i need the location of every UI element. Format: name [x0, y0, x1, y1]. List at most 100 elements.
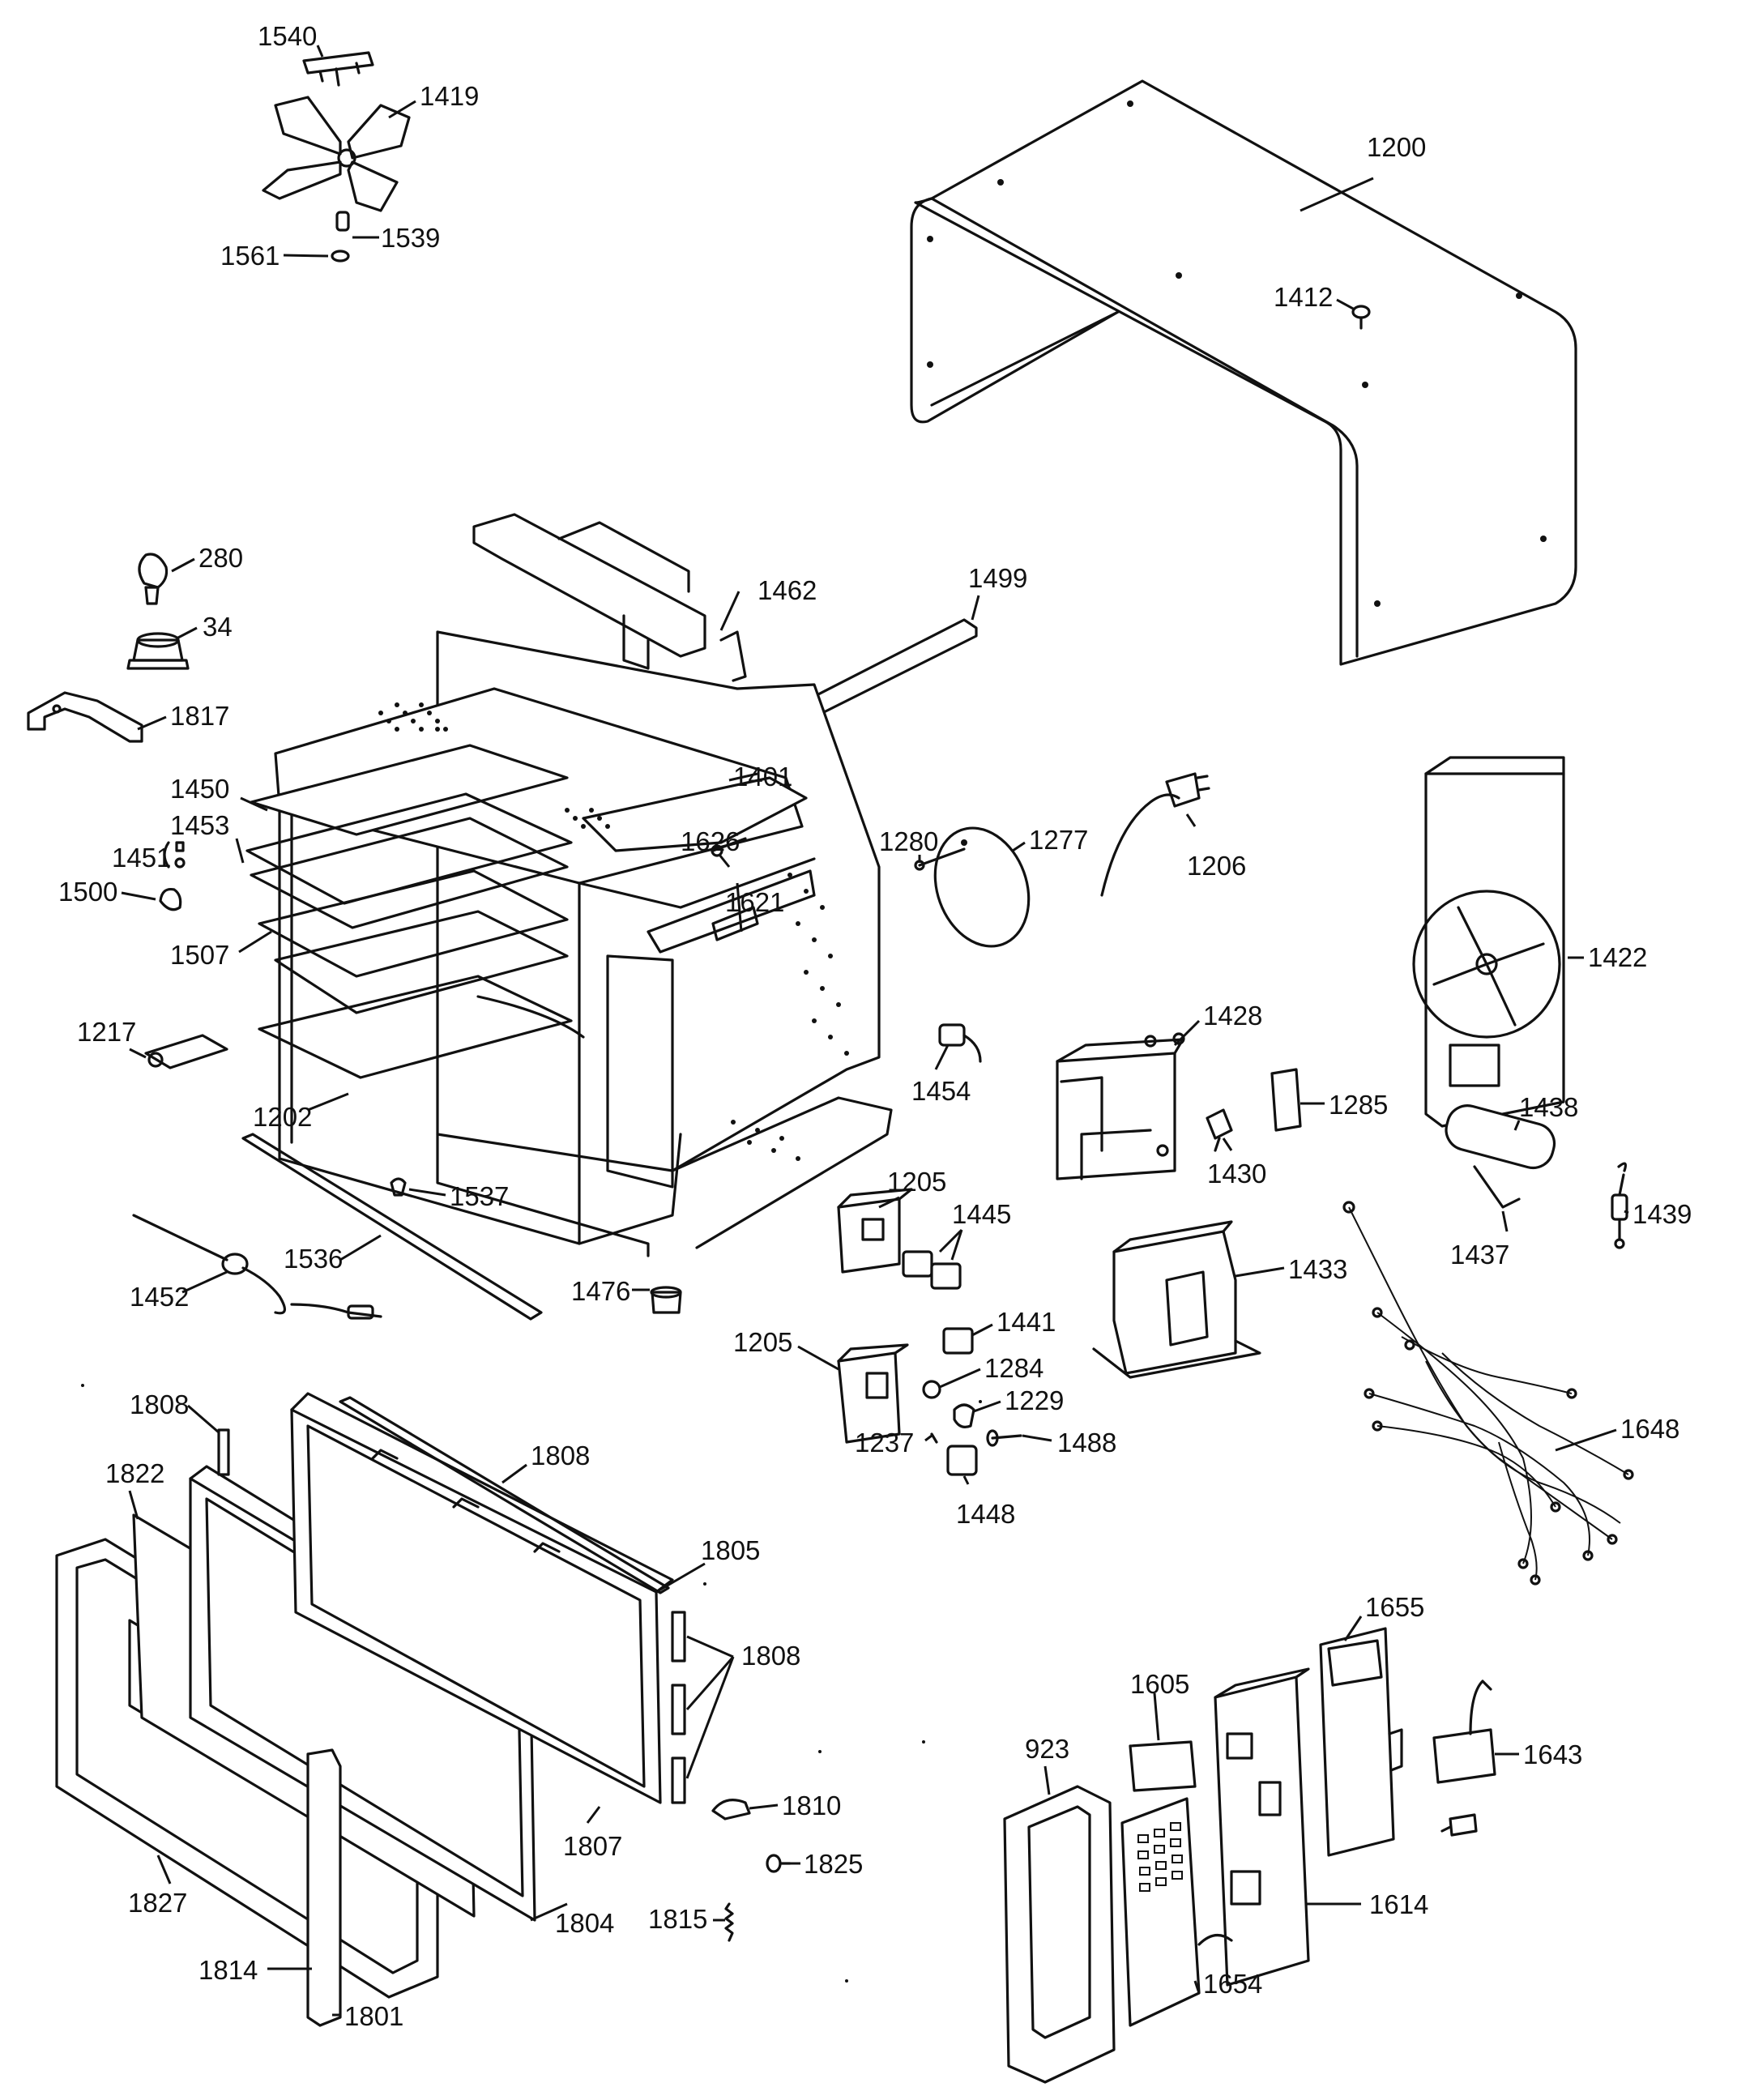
label-1614: 1614 [1369, 1889, 1428, 1919]
label-1655: 1655 [1365, 1592, 1424, 1622]
part-1200-outer-case [910, 79, 1577, 666]
part-34-lamp-socket [126, 632, 190, 670]
label-1507: 1507 [170, 940, 229, 970]
label-1808-left: 1808 [130, 1389, 189, 1419]
label-1822: 1822 [105, 1458, 164, 1488]
part-1605-label [1129, 1740, 1197, 1792]
part-1205-interlock-upper [837, 1188, 913, 1274]
part-1500-cap [159, 887, 182, 911]
part-1412-screw [1351, 305, 1371, 330]
label-1401: 1401 [733, 762, 792, 792]
label-1412: 1412 [1274, 282, 1333, 312]
part-1815-spring [724, 1902, 734, 1942]
part-1814-door-handle [306, 1748, 342, 2027]
label-1801: 1801 [344, 2001, 403, 2031]
part-1807-choke-frame [290, 1392, 674, 1804]
leader-lines [121, 45, 1629, 2017]
label-1643: 1643 [1523, 1739, 1582, 1769]
part-1540-bracket [302, 51, 374, 87]
part-1422-fan-assembly [1412, 756, 1565, 1128]
part-1561-washer [331, 250, 350, 262]
label-1441: 1441 [997, 1307, 1056, 1337]
part-1430-thermal-cutout [1206, 1108, 1233, 1152]
label-1805: 1805 [701, 1535, 760, 1565]
part-1476-foot [650, 1286, 682, 1314]
label-1817: 1817 [170, 701, 229, 731]
part-1401-oven-cavity [245, 630, 893, 1257]
label-1808-right: 1808 [741, 1641, 800, 1671]
part-1285-bracket [1270, 1068, 1302, 1132]
label-1808-top: 1808 [531, 1441, 590, 1470]
part-1825-screw [766, 1854, 792, 1873]
label-1428: 1428 [1203, 1001, 1262, 1031]
label-34: 34 [203, 612, 233, 642]
label-1438: 1438 [1519, 1092, 1578, 1122]
label-1654: 1654 [1203, 1969, 1262, 1999]
label-1476: 1476 [571, 1276, 630, 1306]
part-1539-shaft [335, 211, 350, 232]
part-1439-diode [1611, 1162, 1628, 1249]
part-1438-capacitor [1445, 1104, 1556, 1209]
label-1439: 1439 [1632, 1199, 1692, 1229]
label-1453: 1453 [170, 810, 229, 840]
part-1648-wire-harness [1342, 1201, 1634, 1586]
label-1237: 1237 [855, 1428, 914, 1458]
part-1229-lever [953, 1403, 975, 1428]
label-1807: 1807 [563, 1831, 622, 1861]
part-1217-bracket [144, 1034, 228, 1069]
part-1643-relay [1432, 1680, 1496, 1837]
label-1804: 1804 [555, 1908, 614, 1938]
label-1621: 1621 [725, 887, 784, 917]
label-1452: 1452 [130, 1282, 189, 1312]
part-1441-switch [942, 1327, 974, 1355]
part-1433-transformer [1092, 1220, 1261, 1379]
label-1561: 1561 [220, 241, 280, 271]
label-1536: 1536 [284, 1244, 343, 1274]
label-1217: 1217 [77, 1017, 136, 1047]
part-1810-latch [711, 1799, 751, 1820]
part-1445-switch [902, 1250, 962, 1290]
part-1206-power-cord [1100, 772, 1210, 897]
label-1448: 1448 [956, 1499, 1015, 1529]
label-1229: 1229 [1005, 1385, 1064, 1415]
label-1626: 1626 [681, 826, 740, 856]
part-1462-air-guide-duct [472, 513, 747, 682]
label-1285: 1285 [1329, 1090, 1388, 1120]
part-1451-clip [163, 841, 186, 869]
label-1825: 1825 [804, 1849, 863, 1879]
label-1284: 1284 [984, 1353, 1043, 1383]
part-1654-keypad [1120, 1797, 1201, 2027]
part-1277-waveguide-cover [933, 826, 1031, 948]
label-1815: 1815 [648, 1904, 707, 1934]
part-1428-magnetron [1056, 1032, 1185, 1180]
label-1810: 1810 [782, 1791, 841, 1820]
part-1448-switch [946, 1445, 978, 1476]
label-1419: 1419 [420, 81, 479, 111]
label-1205-lower: 1205 [733, 1327, 792, 1357]
label-1280: 1280 [879, 826, 938, 856]
label-1605: 1605 [1130, 1669, 1189, 1699]
part-923-control-frame [1003, 1785, 1116, 2084]
label-1433: 1433 [1288, 1254, 1347, 1284]
label-1202: 1202 [253, 1102, 312, 1132]
part-1205-interlock-lower [837, 1343, 909, 1444]
part-1614-control-board [1197, 1667, 1310, 1987]
part-1237-spring [930, 1432, 938, 1444]
label-1445: 1445 [952, 1199, 1011, 1229]
label-1499: 1499 [968, 563, 1027, 593]
part-labels: 1540 1419 1539 1561 1200 1412 280 34 146… [58, 21, 1692, 2031]
label-1422: 1422 [1588, 942, 1647, 972]
label-1205-upper: 1205 [887, 1167, 946, 1197]
label-1462: 1462 [758, 575, 817, 605]
label-1200: 1200 [1367, 132, 1426, 162]
label-1827: 1827 [128, 1888, 187, 1918]
label-1537: 1537 [450, 1181, 509, 1211]
label-1277: 1277 [1029, 825, 1088, 855]
part-1454-thermal-switch [938, 1023, 982, 1063]
part-1488-screw [986, 1429, 1022, 1447]
part-1536-trim-strip [241, 1133, 543, 1321]
label-1450: 1450 [170, 774, 229, 804]
part-1817-hinge-bracket [27, 691, 143, 743]
part-1537-plug [390, 1177, 407, 1197]
